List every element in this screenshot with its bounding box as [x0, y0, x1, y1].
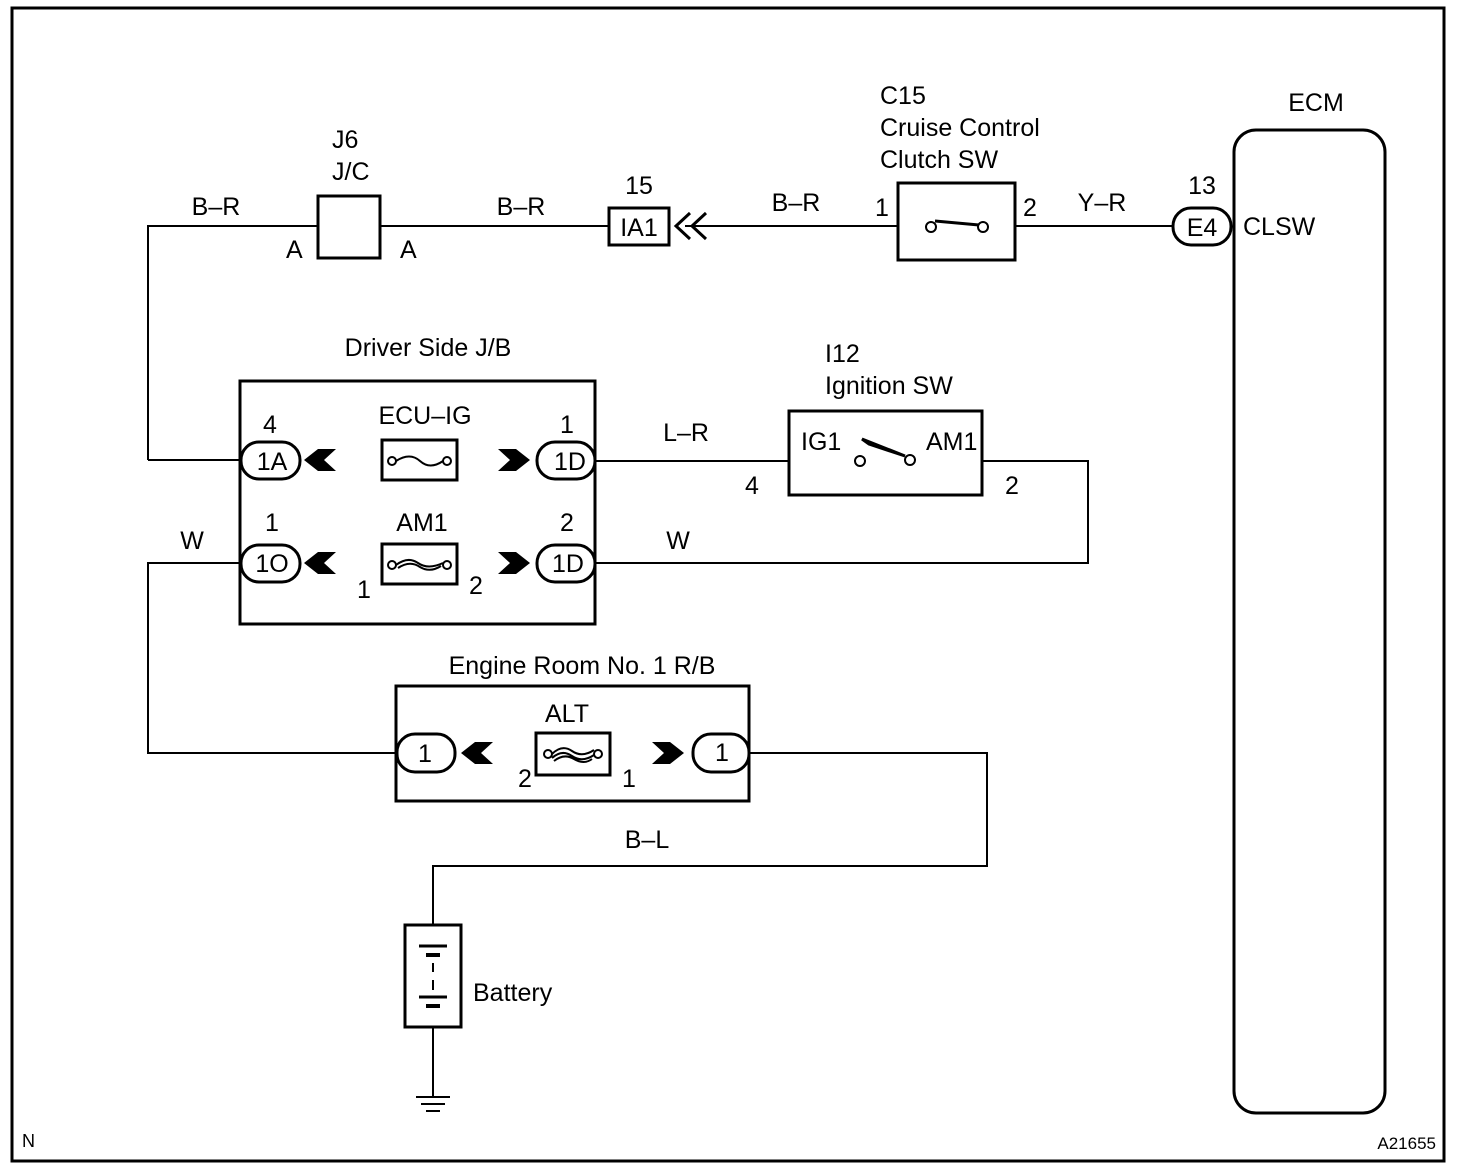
ignition-sw-terminal-right: AM1 [926, 428, 977, 456]
wire-br-left [147, 225, 318, 460]
clutch-sw-pin-right: 2 [1023, 194, 1037, 222]
ecm-pin: 13 [1188, 172, 1216, 200]
fuse-alt-element [551, 747, 595, 763]
engine-rb-connector-right-label: 1 [715, 739, 729, 767]
fuse-am1-pin-right: 2 [469, 572, 483, 600]
driver-jb-name: Driver Side J/B [345, 334, 512, 362]
ia1-label: IA1 [620, 214, 658, 242]
connector-ia1: IA1 15 [607, 172, 708, 247]
wire-w-left [147, 562, 397, 754]
ignition-sw-id: I12 [825, 340, 860, 368]
wire-ign-am1 [595, 460, 1089, 564]
ignition-sw-name: Ignition SW [825, 372, 953, 400]
fuse-am1-pin-left: 1 [357, 576, 371, 604]
fuse-am1-contact-right [442, 560, 452, 570]
fuse-alt-pin-right: 1 [622, 765, 636, 793]
driver-side-junction-block: Driver Side J/B 1A 4 ECU–IG 1D 1 1O 1 AM… [238, 334, 597, 626]
fuse-ecu-ig-label: ECU–IG [378, 402, 471, 430]
wire-label-yr: Y–R [1078, 189, 1127, 217]
wire-labels: B–R B–R B–R Y–R L–R W W B–L [180, 189, 1126, 854]
diagram-code: A21655 [1377, 1134, 1436, 1153]
battery-label: Battery [473, 979, 553, 1007]
wire-label-lr: L–R [663, 419, 709, 447]
driver-jb-pin-top-right: 1 [560, 411, 574, 439]
fuse-alt-pin-left: 2 [518, 765, 532, 793]
ecm-connector-e4 [1171, 206, 1233, 247]
ecm-name: ECM [1288, 89, 1344, 117]
fuse-alt-label: ALT [545, 700, 589, 728]
driver-jb-connector-1o-label: 1O [255, 550, 288, 578]
fuse-ecu-ig-element [395, 455, 444, 467]
ignition-sw-pin-left: 4 [745, 472, 759, 500]
fuse-am1-contact-left [387, 560, 397, 570]
fuse-ecu-ig-contact-right [442, 456, 452, 466]
chevron-left-icon [304, 552, 336, 574]
fuse-alt-contact-right [593, 749, 603, 759]
driver-jb-connector-1o [239, 543, 302, 584]
jc-name: J/C [332, 158, 370, 186]
driver-jb-connector-1d-bottom-label: 1D [552, 550, 584, 578]
corner-mark: N [22, 1131, 35, 1151]
driver-jb-pin-top-left: 4 [263, 411, 277, 439]
cruise-control-clutch-switch: C15 Cruise Control Clutch SW 1 2 [875, 82, 1040, 262]
ignition-sw-blade [861, 437, 906, 458]
engine-rb-connector-left [395, 732, 457, 774]
clutch-sw-name-line2: Clutch SW [880, 146, 998, 174]
diagram-frame [10, 6, 1446, 1163]
wire-label-br-2: B–R [497, 193, 546, 221]
jc-pin-right: A [400, 236, 417, 264]
clutch-sw-blade [934, 219, 980, 227]
clutch-sw-contact-right [977, 221, 989, 233]
ignition-sw-contact-left [854, 455, 866, 467]
clutch-sw-id: C15 [880, 82, 926, 110]
driver-jb-connector-1a-label: 1A [257, 448, 288, 476]
driver-jb-connector-1a [239, 440, 302, 481]
clutch-sw-contact-left [925, 221, 937, 233]
driver-jb-connector-1d-top [535, 440, 597, 481]
clutch-sw-name-line1: Cruise Control [880, 114, 1040, 142]
wire-bl [432, 752, 988, 925]
fuse-am1-element [395, 559, 444, 571]
ia1-pin: 15 [625, 172, 653, 200]
ecm-connector-label: E4 [1187, 214, 1218, 242]
ecm-terminal: CLSW [1243, 213, 1316, 241]
jc-pin-left: A [286, 236, 303, 264]
ecm: ECM E4 13 CLSW [1171, 89, 1387, 1115]
chevron-right-icon [498, 449, 530, 471]
driver-jb-pin-bottom-left: 1 [265, 509, 279, 537]
engine-room-relay-block: Engine Room No. 1 R/B 1 ALT 2 1 1 [394, 652, 751, 803]
fuse-am1-label: AM1 [396, 509, 447, 537]
ignition-sw-terminal-left: IG1 [801, 428, 841, 456]
chevron-right-icon [652, 742, 684, 764]
fuse-alt-contact-left [543, 749, 553, 759]
engine-rb-connector-right [691, 732, 751, 774]
wire-label-br-3: B–R [772, 189, 821, 217]
clutch-sw-pin-left: 1 [875, 194, 889, 222]
ignition-sw-contact-right [904, 454, 916, 466]
driver-jb-connector-1d-top-label: 1D [554, 448, 586, 476]
wire-label-bl: B–L [625, 826, 670, 854]
fuse-ecu-ig-contact-left [387, 456, 397, 466]
chevron-left-icon [304, 449, 336, 471]
ignition-sw-pin-right: 2 [1005, 472, 1019, 500]
engine-rb-name: Engine Room No. 1 R/B [449, 652, 716, 680]
ground-icon [416, 1096, 450, 1112]
jc-id: J6 [332, 126, 358, 154]
wire-label-w-left: W [180, 527, 204, 555]
chevron-left-icon [461, 742, 493, 764]
driver-jb-connector-1d-bottom [535, 543, 597, 584]
wire-label-br-1: B–R [192, 193, 241, 221]
engine-rb-connector-left-label: 1 [418, 740, 432, 768]
ignition-switch: I12 Ignition SW IG1 AM1 4 2 [745, 340, 1019, 500]
driver-jb-pin-bottom-right: 2 [560, 509, 574, 537]
ia1-chevrons [673, 211, 708, 241]
junction-connector-j6: J6 J/C A A [286, 126, 417, 264]
wire-label-w-right: W [666, 527, 690, 555]
chevron-right-icon [498, 552, 530, 574]
battery: Battery [403, 923, 553, 1029]
